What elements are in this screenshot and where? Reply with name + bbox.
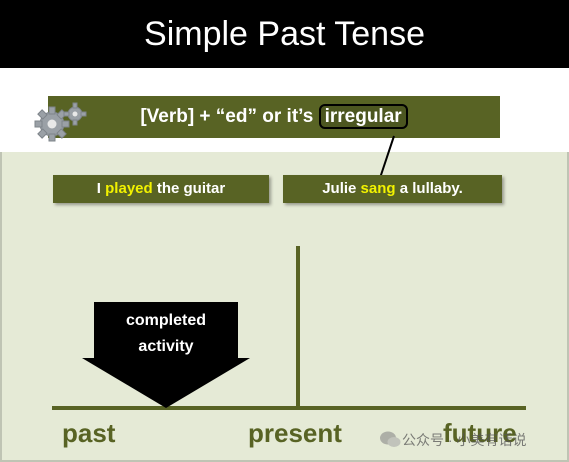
slide-title: Simple Past Tense — [144, 15, 425, 53]
present-marker-line — [296, 246, 300, 410]
title-bar — [0, 0, 569, 68]
example-2-after: a lullaby. — [395, 180, 463, 197]
down-arrow-shape — [82, 302, 250, 408]
arrow-label-line-1: completed — [125, 312, 206, 329]
wechat-icon — [380, 431, 401, 447]
timeline-axis — [52, 406, 526, 410]
timeline-label-future: future — [443, 418, 517, 448]
rule-text: [Verb] + “ed” or it’s irregular — [48, 96, 500, 138]
example-2-before: Julie — [322, 180, 361, 197]
rule-prefix: [Verb] + “ed” or it’s — [140, 106, 314, 127]
timeline-label-past: past — [62, 418, 116, 448]
example-1-verb: played — [105, 180, 153, 197]
arrow-label-line-2: activity — [138, 338, 194, 355]
completed-activity-label: completed activity — [98, 308, 234, 360]
gears-icon — [34, 102, 87, 142]
watermark-text: 公众号 · 小美有话说 — [402, 432, 527, 448]
example-1-after: the guitar — [152, 180, 226, 197]
rule-bar — [48, 96, 500, 138]
example-1-before: I — [96, 180, 106, 197]
example-2-verb: sang — [360, 180, 396, 197]
timeline-label-present: present — [248, 418, 342, 448]
example-sang: Julie sang a lullaby. — [283, 175, 502, 203]
example-played: I played the guitar — [53, 175, 269, 203]
rule-highlight-irregular: irregular — [318, 104, 408, 129]
